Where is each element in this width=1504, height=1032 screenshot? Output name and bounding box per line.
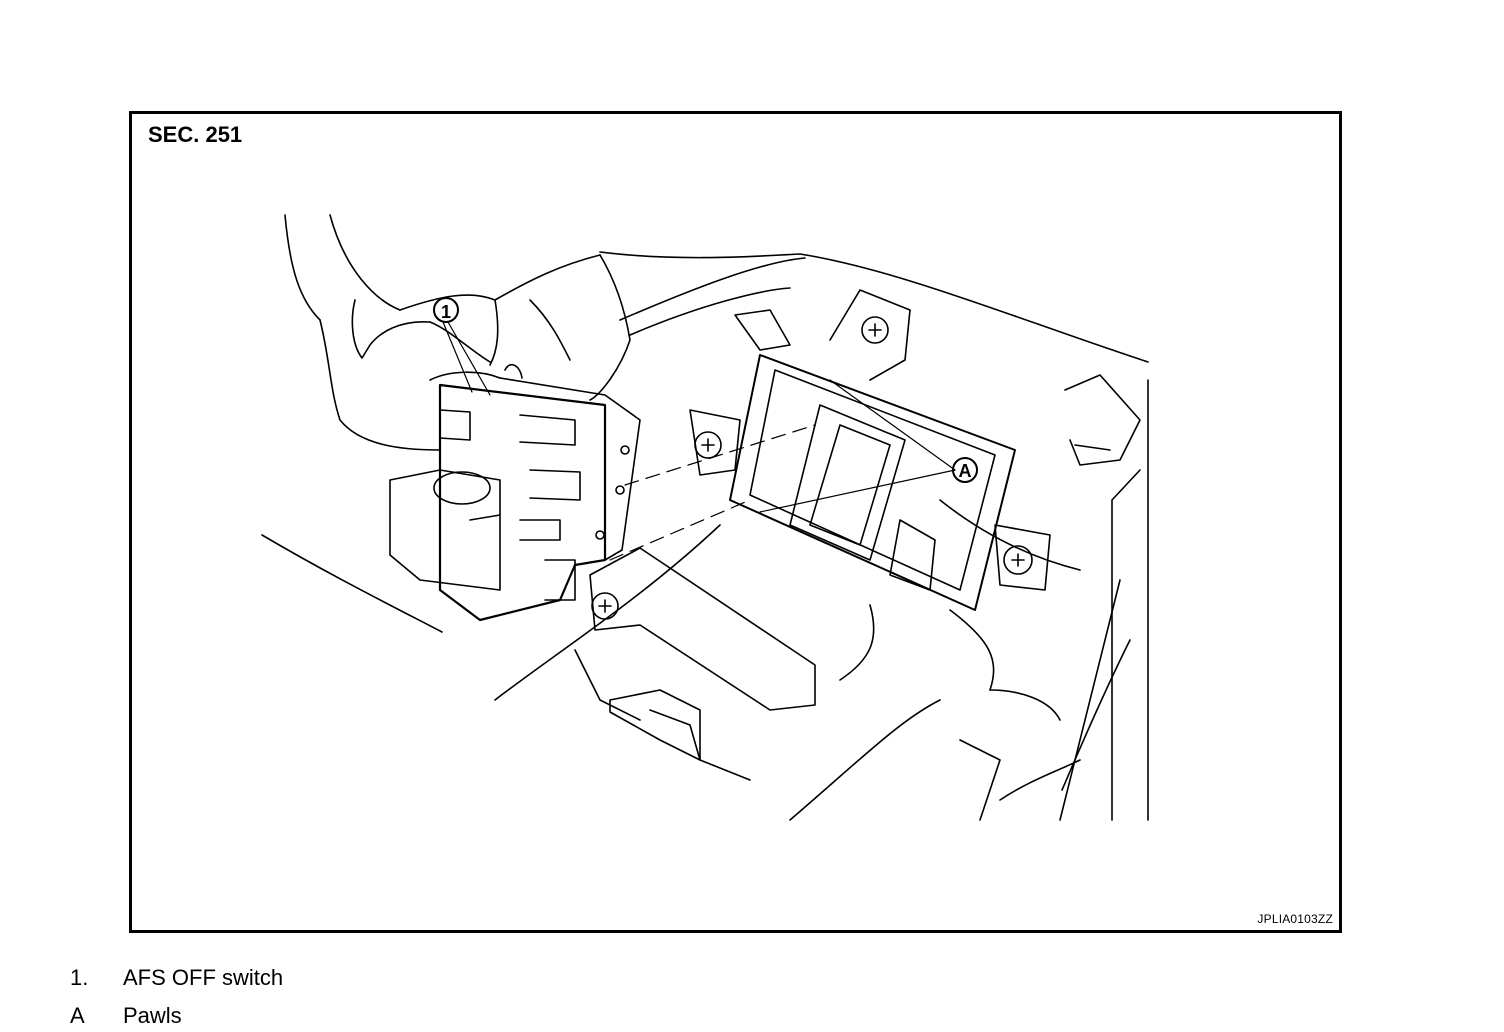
callout-1-marker: 1 bbox=[433, 297, 459, 323]
callout-leaders bbox=[442, 321, 956, 513]
afs-off-switch bbox=[389, 363, 641, 622]
callout-1-label: 1 bbox=[441, 302, 451, 322]
callout-a-marker: A bbox=[952, 457, 978, 483]
mounting-bracket bbox=[689, 289, 1141, 611]
instrument-panel-outline bbox=[261, 251, 1149, 821]
image-code: JPLIA0103ZZ bbox=[1257, 912, 1333, 926]
hand-drawing bbox=[284, 214, 631, 451]
insertion-guide-lines bbox=[609, 424, 816, 561]
callout-a-label: A bbox=[959, 461, 972, 481]
console-rail bbox=[589, 547, 816, 781]
section-label: SEC. 251 bbox=[148, 122, 243, 147]
diagram-frame: SEC. 251 JPLIA0103ZZ bbox=[129, 111, 1342, 933]
